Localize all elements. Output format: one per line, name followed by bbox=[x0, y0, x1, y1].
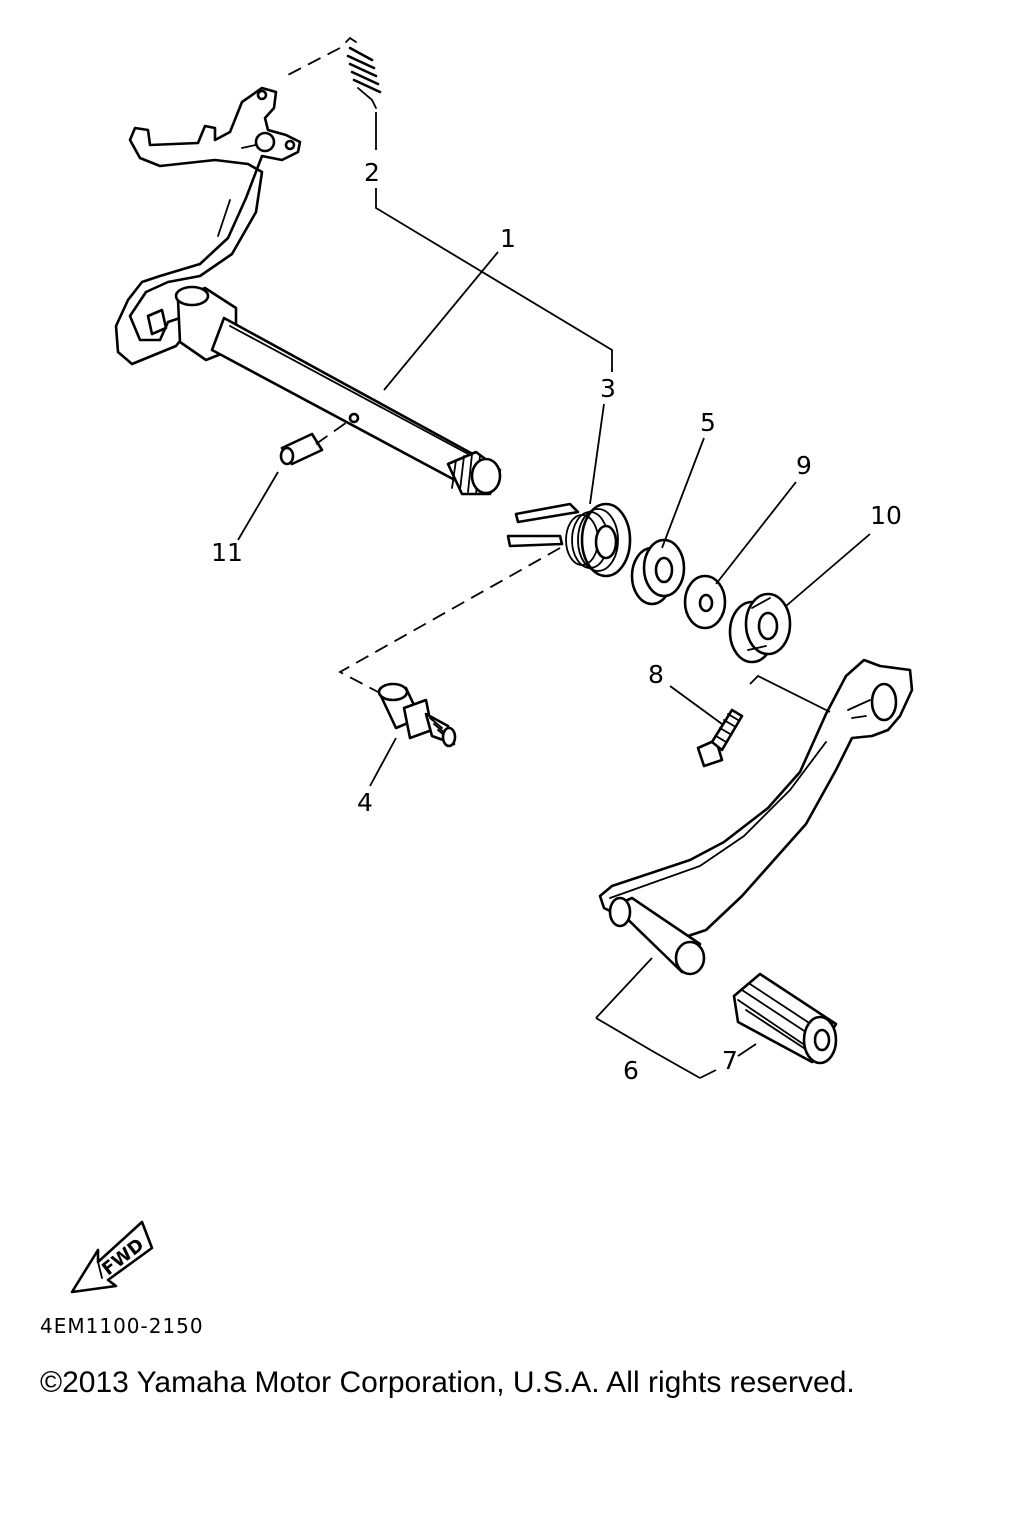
collar[interactable] bbox=[630, 538, 686, 606]
callout-11: 11 bbox=[211, 538, 243, 567]
washer[interactable] bbox=[683, 574, 727, 630]
callout-labels: 1 2 3 4 5 6 7 8 9 10 11 bbox=[211, 158, 902, 1085]
copyright-notice: ©2013 Yamaha Motor Corporation, U.S.A. A… bbox=[40, 1366, 855, 1399]
small-spring[interactable] bbox=[281, 36, 382, 109]
callout-5: 5 bbox=[700, 408, 716, 437]
callout-4: 4 bbox=[357, 788, 373, 817]
stopper-bolt[interactable] bbox=[377, 682, 457, 748]
leader-lines bbox=[237, 112, 871, 1079]
callout-6: 6 bbox=[623, 1056, 639, 1085]
pivot-bolt[interactable] bbox=[696, 708, 744, 768]
pedal-rubber[interactable] bbox=[732, 972, 838, 1065]
oil-seal[interactable] bbox=[728, 592, 792, 664]
shift-shaft-assembly[interactable] bbox=[114, 86, 502, 496]
diagram-code: 4EM1100-2150 bbox=[40, 1314, 204, 1338]
callout-3: 3 bbox=[600, 374, 616, 403]
shift-pedal[interactable] bbox=[598, 658, 914, 976]
dowel-pin[interactable] bbox=[279, 419, 351, 466]
forward-arrow-icon: FWD bbox=[70, 1220, 154, 1294]
callout-7: 7 bbox=[722, 1046, 738, 1075]
callout-10: 10 bbox=[870, 501, 902, 530]
callout-2: 2 bbox=[364, 158, 380, 187]
callout-8: 8 bbox=[648, 660, 664, 689]
torsion-spring[interactable] bbox=[506, 502, 632, 578]
callout-1: 1 bbox=[500, 224, 516, 253]
callout-9: 9 bbox=[796, 451, 812, 480]
